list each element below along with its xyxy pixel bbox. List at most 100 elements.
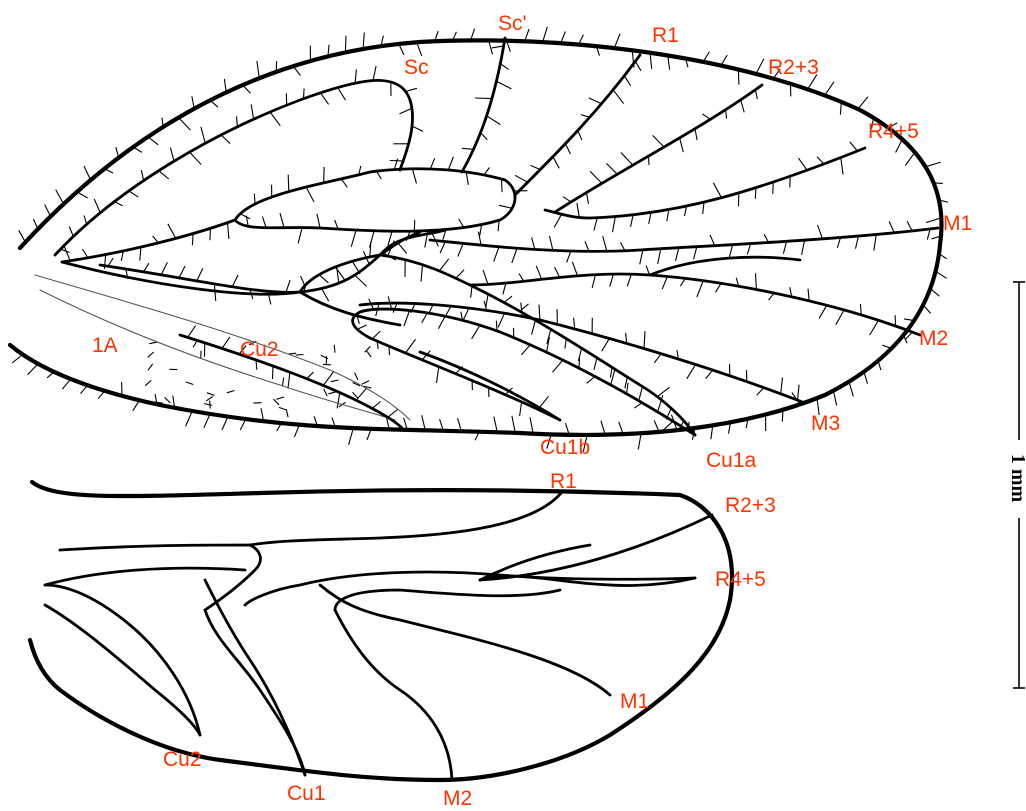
seta xyxy=(437,367,439,383)
seta xyxy=(613,217,616,233)
seta xyxy=(222,417,228,430)
forewing-vein-m2 xyxy=(470,274,920,335)
seta xyxy=(28,364,39,375)
seta xyxy=(296,355,304,356)
seta xyxy=(276,397,284,399)
seta xyxy=(404,311,410,327)
seta xyxy=(149,342,157,344)
seta xyxy=(825,82,834,96)
forewing-vein-cross xyxy=(380,232,420,255)
seta xyxy=(590,171,602,183)
vein-labels: Sc' Sc R1 R2+3 R4+5 M1 M2 M3 Cu1a Cu1b C… xyxy=(92,12,972,810)
label-hw-cu2: Cu2 xyxy=(163,748,202,771)
seta xyxy=(459,219,464,228)
seta xyxy=(587,377,595,384)
seta xyxy=(926,218,941,223)
seta xyxy=(635,61,641,70)
hindwing-vein-cu1 xyxy=(205,580,305,775)
seta xyxy=(614,34,620,48)
seta xyxy=(657,387,669,397)
seta xyxy=(471,286,472,298)
seta xyxy=(798,158,807,170)
hindwing-vein-anal xyxy=(45,605,200,735)
seta xyxy=(550,236,553,250)
seta xyxy=(159,171,169,179)
seta xyxy=(186,411,193,426)
label-fw-cu1b: Cu1b xyxy=(540,436,590,459)
seta xyxy=(874,235,877,251)
seta xyxy=(69,227,73,237)
seta xyxy=(512,248,517,263)
seta xyxy=(351,230,356,247)
seta xyxy=(338,88,346,101)
seta xyxy=(345,36,346,53)
seta xyxy=(355,275,367,286)
seta xyxy=(747,244,750,255)
seta xyxy=(84,166,91,180)
hindwing xyxy=(30,482,732,780)
seta xyxy=(532,320,536,334)
label-fw-m3: M3 xyxy=(811,412,840,435)
seta xyxy=(324,389,328,396)
seta xyxy=(446,306,451,315)
seta xyxy=(273,399,279,405)
seta xyxy=(594,218,597,231)
seta xyxy=(649,213,651,224)
seta xyxy=(222,337,230,349)
seta xyxy=(349,428,354,445)
seta xyxy=(504,296,512,302)
seta xyxy=(627,274,631,286)
label-fw-r1: R1 xyxy=(652,24,679,47)
seta xyxy=(783,241,786,253)
seta xyxy=(738,70,739,85)
seta xyxy=(703,202,704,214)
label-fw-r4-5: R4+5 xyxy=(868,120,919,143)
seta xyxy=(353,392,358,398)
seta xyxy=(280,213,284,228)
label-hw-r2-3: R2+3 xyxy=(725,494,776,517)
seta xyxy=(530,417,533,433)
seta xyxy=(283,378,284,386)
seta xyxy=(412,126,423,131)
seta xyxy=(141,170,143,181)
seta xyxy=(553,157,559,169)
hindwing-vein-basal-2 xyxy=(45,568,245,585)
seta xyxy=(400,108,412,114)
seta xyxy=(472,325,480,339)
seta xyxy=(741,100,745,113)
seta xyxy=(94,199,100,213)
seta xyxy=(232,275,238,287)
seta xyxy=(82,249,88,258)
seta xyxy=(448,157,453,170)
seta xyxy=(494,247,499,262)
seta xyxy=(512,416,515,433)
seta xyxy=(625,377,627,388)
seta xyxy=(406,339,416,353)
seta xyxy=(602,339,610,352)
seta xyxy=(204,414,210,428)
seta xyxy=(301,276,305,286)
seta xyxy=(494,417,498,433)
seta xyxy=(322,289,329,302)
seta xyxy=(498,313,504,327)
seta xyxy=(856,236,859,249)
seta xyxy=(251,104,253,119)
seta xyxy=(228,223,229,239)
seta xyxy=(653,135,664,147)
seta xyxy=(905,152,915,165)
seta xyxy=(422,415,426,430)
seta xyxy=(288,175,289,192)
seta xyxy=(197,268,203,281)
hindwing-vein-cu2 xyxy=(45,585,200,735)
seta xyxy=(356,388,366,400)
seta xyxy=(756,59,764,74)
seta xyxy=(207,393,215,396)
seta xyxy=(889,221,894,232)
seta xyxy=(694,247,697,260)
forewing-vein-r4-5 xyxy=(545,148,865,218)
seta xyxy=(585,241,589,251)
seta xyxy=(849,382,853,397)
seta xyxy=(430,158,434,169)
seta xyxy=(639,387,642,400)
